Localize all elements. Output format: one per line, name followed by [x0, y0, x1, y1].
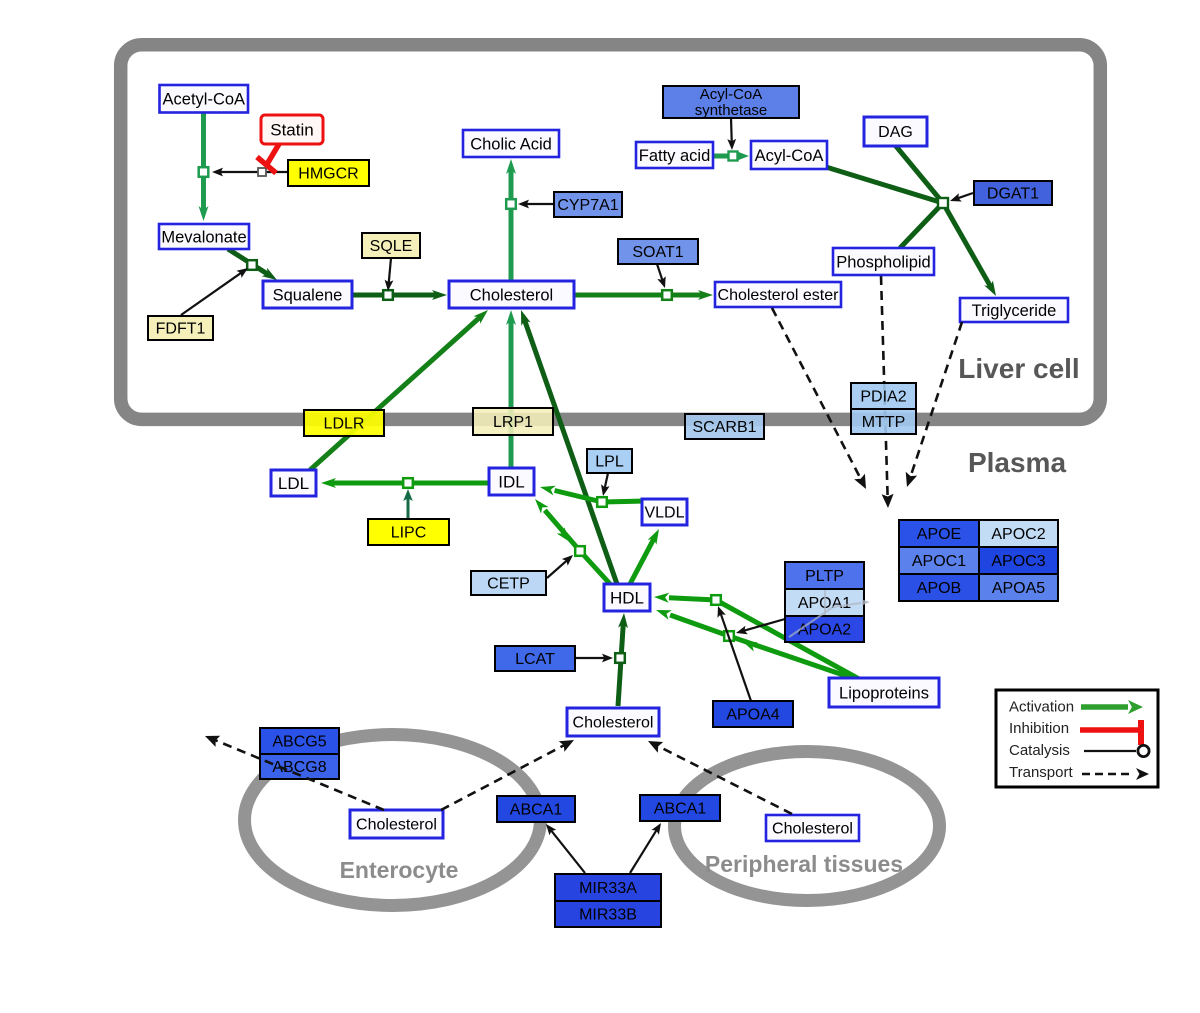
svg-text:Plasma: Plasma — [968, 447, 1066, 478]
svg-text:DAG: DAG — [878, 124, 913, 141]
svg-text:LIPC: LIPC — [391, 525, 427, 542]
svg-text:Cholesterol: Cholesterol — [573, 715, 654, 732]
svg-text:Acyl-CoA: Acyl-CoA — [700, 86, 763, 103]
svg-text:Squalene: Squalene — [273, 286, 343, 304]
svg-text:LRP1: LRP1 — [493, 414, 533, 431]
svg-text:Cholesterol: Cholesterol — [356, 817, 437, 834]
svg-text:MTTP: MTTP — [862, 414, 906, 431]
svg-text:Acetyl-CoA: Acetyl-CoA — [163, 91, 246, 109]
svg-text:Phospholipid: Phospholipid — [836, 253, 931, 271]
svg-text:HMGCR: HMGCR — [298, 166, 358, 183]
svg-text:ABCA1: ABCA1 — [654, 801, 707, 818]
svg-text:CETP: CETP — [487, 576, 530, 593]
svg-text:APOA4: APOA4 — [726, 707, 779, 724]
svg-text:Cholesterol: Cholesterol — [772, 821, 853, 838]
svg-text:ABCA1: ABCA1 — [510, 802, 563, 819]
svg-text:APOC2: APOC2 — [991, 526, 1045, 543]
svg-text:FDFT1: FDFT1 — [156, 321, 206, 338]
svg-text:Mevalonate: Mevalonate — [161, 228, 246, 246]
svg-text:APOA5: APOA5 — [992, 580, 1045, 597]
svg-text:Peripheral tissues: Peripheral tissues — [705, 851, 903, 877]
svg-text:MIR33B: MIR33B — [579, 907, 637, 924]
svg-text:SOAT1: SOAT1 — [632, 244, 683, 261]
svg-text:SCARB1: SCARB1 — [692, 419, 756, 436]
svg-text:Activation: Activation — [1009, 699, 1074, 716]
svg-text:APOB: APOB — [917, 580, 961, 597]
svg-text:PDIA2: PDIA2 — [860, 389, 906, 406]
svg-text:Enterocyte: Enterocyte — [340, 857, 459, 883]
svg-text:SQLE: SQLE — [370, 238, 413, 255]
svg-text:IDL: IDL — [498, 472, 524, 491]
svg-text:Statin: Statin — [270, 120, 313, 139]
svg-text:LPL: LPL — [595, 454, 624, 471]
svg-text:Triglyceride: Triglyceride — [972, 302, 1057, 320]
svg-text:Transport: Transport — [1009, 764, 1073, 781]
svg-text:APOC1: APOC1 — [912, 553, 966, 570]
svg-text:Cholic Acid: Cholic Acid — [470, 135, 552, 153]
svg-text:ABCG8: ABCG8 — [272, 759, 326, 776]
svg-text:PLTP: PLTP — [805, 568, 844, 585]
svg-text:ABCG5: ABCG5 — [272, 734, 326, 751]
svg-text:APOA2: APOA2 — [798, 622, 851, 639]
svg-text:VLDL: VLDL — [644, 505, 684, 522]
svg-text:APOE: APOE — [917, 526, 961, 543]
svg-text:LDLR: LDLR — [324, 416, 365, 433]
svg-text:APOC3: APOC3 — [991, 553, 1045, 570]
svg-text:MIR33A: MIR33A — [579, 880, 637, 897]
svg-text:Lipoproteins: Lipoproteins — [839, 684, 929, 702]
svg-text:Catalysis: Catalysis — [1009, 742, 1070, 759]
svg-text:Fatty acid: Fatty acid — [639, 147, 711, 165]
svg-text:Inhibition: Inhibition — [1009, 720, 1069, 737]
svg-text:Cholesterol: Cholesterol — [470, 286, 553, 304]
svg-text:LDL: LDL — [278, 474, 309, 493]
svg-text:DGAT1: DGAT1 — [987, 186, 1039, 203]
svg-text:synthetase: synthetase — [695, 102, 768, 119]
svg-text:Liver cell: Liver cell — [958, 353, 1079, 384]
svg-text:CYP7A1: CYP7A1 — [557, 197, 618, 214]
svg-text:LCAT: LCAT — [515, 651, 555, 668]
svg-text:Cholesterol ester: Cholesterol ester — [718, 287, 840, 304]
svg-text:Acyl-CoA: Acyl-CoA — [755, 147, 824, 165]
svg-text:HDL: HDL — [610, 589, 644, 608]
